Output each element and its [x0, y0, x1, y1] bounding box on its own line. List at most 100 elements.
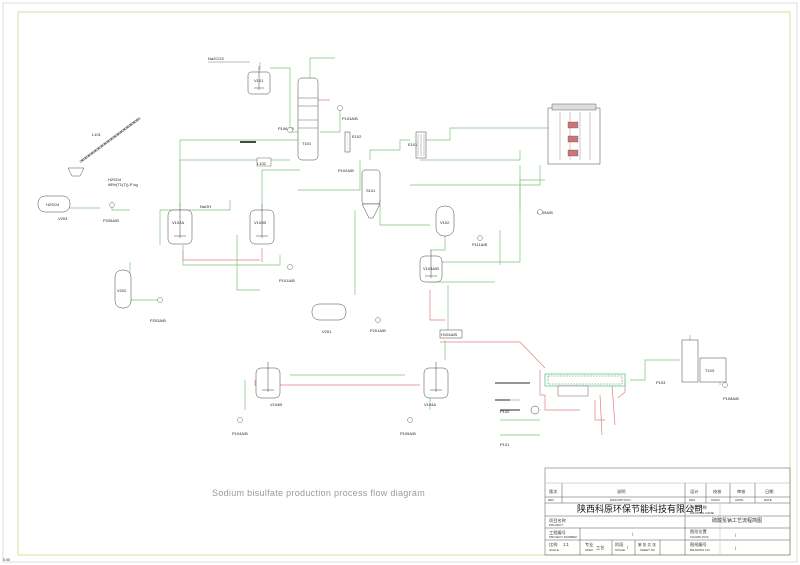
- rev-col-4: 审核: [737, 488, 746, 495]
- field-scale: 比例: [549, 541, 557, 548]
- label-P101-line: P101: [500, 442, 510, 447]
- rev-col-en-5: DATE: [764, 498, 772, 502]
- stream-h2so4-feed: H2SO4: [108, 177, 122, 182]
- label-V104B: V104B: [270, 402, 282, 407]
- filter-H104: H104A/B: [439, 329, 463, 339]
- label-P205: P205A/B: [103, 218, 119, 223]
- stream-naoh: NaOH: [200, 204, 211, 209]
- rev-col-en-4: APPD.: [735, 498, 744, 502]
- figure-pos-value: /: [735, 533, 737, 538]
- field-sheet: 第 张 共 张: [638, 542, 656, 547]
- label-V101: V101: [254, 78, 264, 83]
- right-field-0-sub: DRAWING NAME: [690, 511, 714, 515]
- field-project-no: 工程编号: [549, 529, 566, 536]
- stream-h2so4-note: 98%(T1(T))-P kg: [108, 182, 138, 187]
- drawing-name: 硫酸氢钠工艺流程简图: [712, 517, 762, 524]
- label-P103: P103A/B: [342, 116, 358, 121]
- field-scale-sub: SCALE: [549, 548, 559, 552]
- right-field-2-sub: DRAWING NO.: [690, 548, 711, 552]
- reactor-V104A: V104A: [423, 362, 449, 407]
- label-V203: V203: [58, 216, 68, 221]
- field-specialty-value: 工艺: [596, 545, 604, 550]
- rev-col-en-1: DESCRIPTION: [610, 498, 631, 502]
- transfer-lines: [495, 382, 530, 411]
- unit-L102: L102: [240, 141, 272, 167]
- label-V201: V201: [322, 329, 332, 334]
- label-P203: P203A/B: [150, 318, 166, 323]
- label-P109: P109A/B: [537, 210, 553, 215]
- field-project-sub: PROJECT: [549, 523, 563, 527]
- rev-col-en-0: REV.: [548, 498, 555, 502]
- drawing-no-value: /: [735, 546, 737, 551]
- label-T103: T103: [705, 368, 715, 373]
- label-P106: P106A/B: [278, 126, 294, 131]
- reactor-V102B: V102B: [249, 204, 275, 245]
- label-h2so4-tank: H2SO4: [46, 202, 60, 207]
- field-stage-sub: STAGE: [615, 548, 625, 552]
- label-P101: P101A/B: [279, 278, 295, 283]
- label-P105: P105A/B: [400, 431, 416, 436]
- vessel-V102: V102: [435, 205, 455, 237]
- hopper: [67, 167, 85, 177]
- right-field-0: 图名名称: [690, 504, 707, 511]
- field-specialty: 专业: [585, 541, 593, 548]
- field-project-no-sub: PROJECT NUMBER: [549, 535, 578, 539]
- tank-V201: V201: [311, 303, 347, 334]
- screw-conveyor-L101: [79, 117, 141, 163]
- column-T101: T101: [297, 77, 319, 161]
- field-specialty-sub: SPEC.: [585, 548, 594, 552]
- label-P111: P111A/B: [472, 242, 488, 247]
- label-S101: S101: [366, 188, 376, 193]
- label-H104: H104A/B: [441, 332, 457, 337]
- exchanger-E102: E102: [344, 131, 362, 153]
- diagram-title: Sodium bisulfate production process flow…: [212, 488, 425, 498]
- cooling-tower: [547, 103, 601, 165]
- pumps: [109, 105, 728, 423]
- label-T101: T101: [302, 141, 312, 146]
- tank-V101: V101: [247, 66, 271, 95]
- label-P104: P104A/B: [232, 431, 248, 436]
- title-block-text: 版次 说明 设计 校核 审核 日期 REV. DESCRIPTION DES. …: [548, 488, 773, 552]
- cyclone-T103: T103: [681, 339, 727, 383]
- label-P201: P201A/B: [370, 328, 386, 333]
- label-V104A: V104A: [424, 402, 436, 407]
- condenser-E101: E101: [408, 131, 427, 159]
- separator-S101: S101: [361, 169, 381, 219]
- label-L101: L101: [92, 132, 102, 137]
- dryer-unit: [530, 373, 626, 415]
- sheet-inner-border: [17, 11, 791, 556]
- field-project-no-value: /: [632, 532, 634, 537]
- rev-col-5: 日期: [765, 489, 773, 495]
- tank-V203: H2SO4 V203: [37, 195, 71, 221]
- stream-na2co3: Na2CO3: [208, 56, 224, 61]
- rev-col-3: 校核: [713, 488, 722, 495]
- company-name: 陕西科原环保节能科技有限公司: [577, 503, 703, 515]
- label-E102: E102: [352, 134, 362, 139]
- label-V202: V202: [117, 288, 127, 293]
- field-stage: 阶段: [615, 541, 624, 548]
- rev-col-0: 版次: [549, 488, 558, 495]
- label-P108: P108A/B: [723, 396, 739, 401]
- label-E101: E101: [408, 142, 418, 147]
- title-block: [544, 467, 791, 556]
- right-field-2: 图纸编号: [690, 541, 707, 548]
- reactor-V103: V103A/B: [419, 250, 443, 283]
- field-sheet-sub: SHEET OF: [640, 548, 655, 552]
- label-P102-line: P102: [500, 409, 510, 414]
- tank-V202: V202: [114, 269, 132, 309]
- rev-col-en-2: DES.: [689, 498, 696, 502]
- right-field-1-sub: FIGURE POS.: [690, 535, 710, 539]
- label-V102: V102: [440, 220, 450, 225]
- label-P103-line: P103: [656, 380, 666, 385]
- red-process-lines: [182, 99, 626, 436]
- rev-col-en-3: CHKD.: [711, 498, 721, 502]
- field-stage-value: /: [627, 545, 629, 550]
- right-field-1: 图形位置: [690, 528, 707, 535]
- green-process-lines: [54, 57, 721, 436]
- label-P102: P102A/B: [338, 168, 354, 173]
- label-V103: V103A/B: [423, 266, 439, 271]
- field-project: 项目名称: [549, 517, 566, 524]
- label-V102B: V102B: [254, 220, 266, 225]
